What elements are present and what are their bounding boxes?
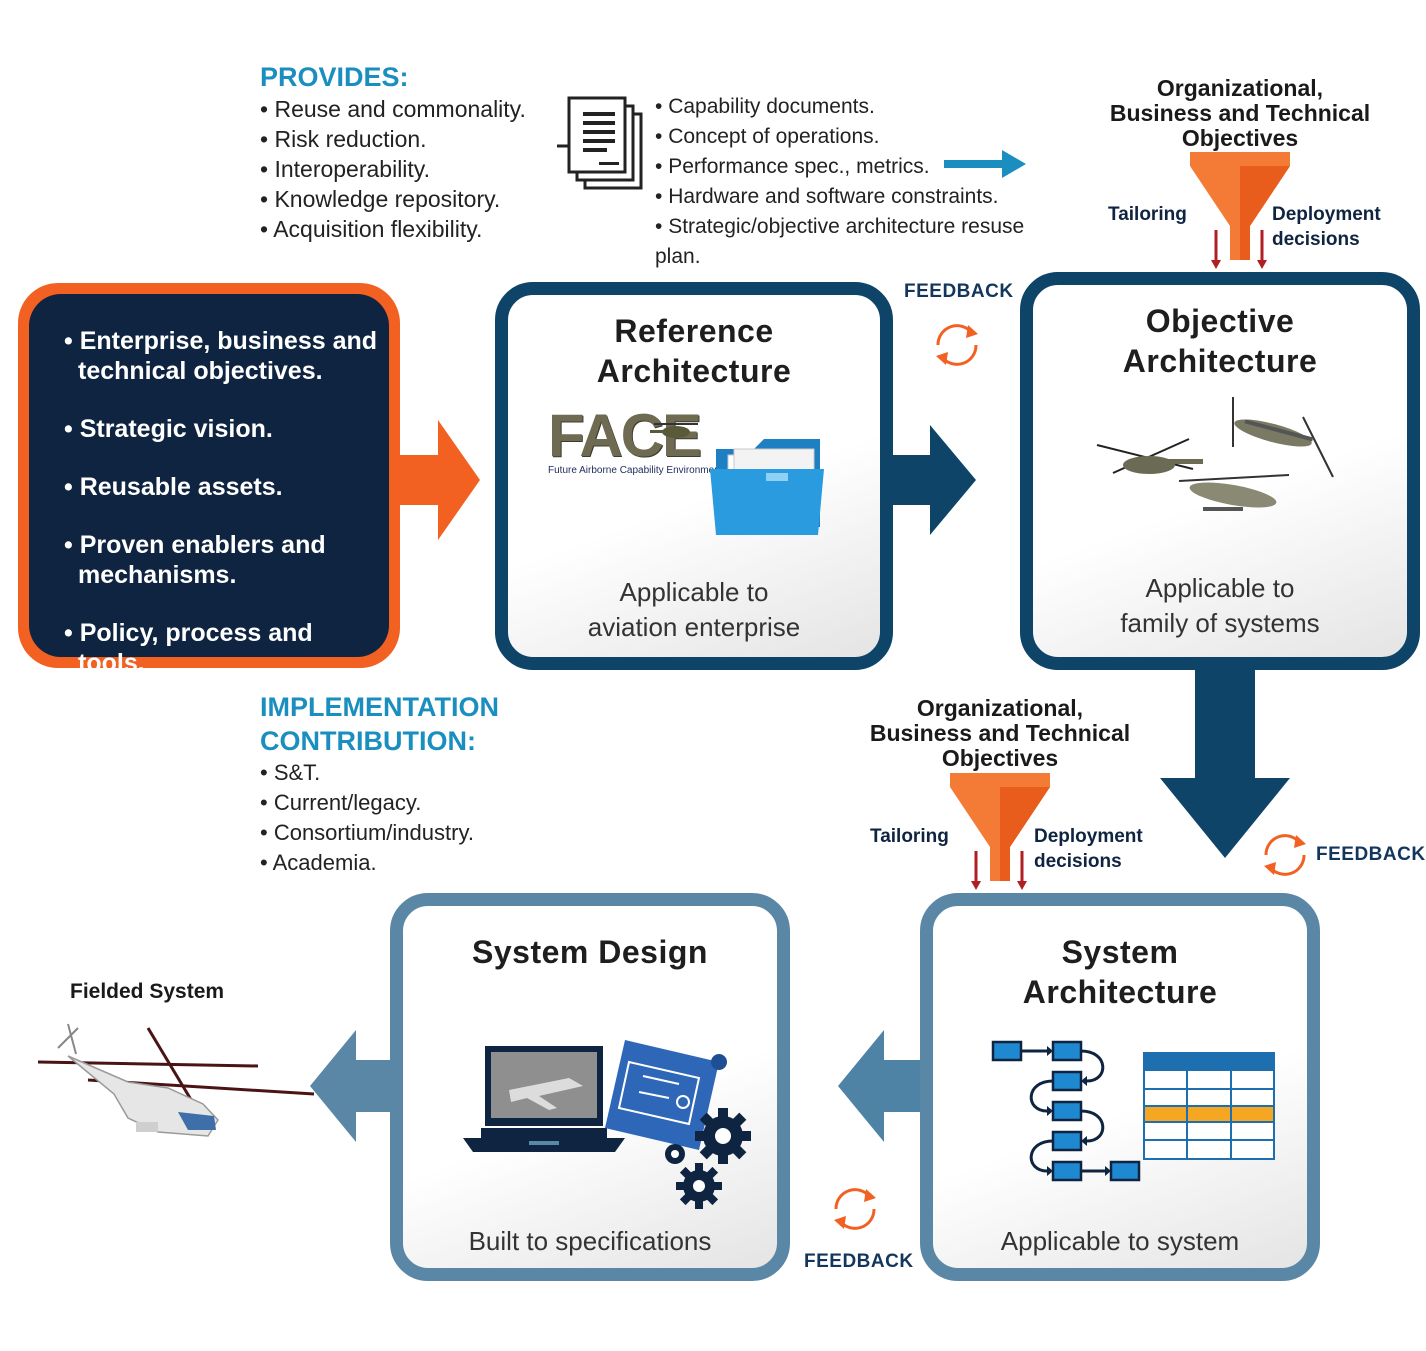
funnel-tag-line: Deployment [1034, 826, 1143, 847]
provides-list: Reuse and commonality. Risk reduction. I… [260, 94, 560, 244]
system-design-to-fielded-arrow [310, 1030, 410, 1142]
flowchart-icon [991, 1040, 1141, 1182]
reference-architecture-title: Reference Architecture [508, 311, 880, 391]
funnel-title-line: Organizational, [916, 695, 1084, 721]
funnel-top-tailoring: Tailoring [1108, 204, 1187, 225]
title-line: Objective [1145, 303, 1295, 339]
objective-architecture-caption: Applicable to family of systems [1033, 571, 1407, 641]
list-item: Policy, process and tools. [64, 618, 379, 678]
fielded-system-label: Fielded System [70, 980, 225, 1003]
system-design-title: System Design [472, 934, 708, 970]
funnel-title-line: Business and Technical [1109, 100, 1371, 126]
list-item: Academia. [260, 848, 560, 878]
caption-line: aviation enterprise [587, 612, 801, 642]
funnel-top-deployment: Deployment decisions [1272, 202, 1381, 252]
title-line: Architecture [1122, 343, 1318, 379]
list-item: Reuse and commonality. [260, 94, 560, 124]
list-item: Strategic vision. [64, 414, 379, 444]
title-line: System [1061, 934, 1179, 970]
caption-line: Applicable to [619, 577, 769, 607]
funnel-title-line: Objectives [941, 745, 1059, 771]
system-architecture-caption: Applicable to system [1000, 1226, 1240, 1256]
objective-architecture-title: Objective Architecture [1033, 301, 1407, 381]
helicopter-icon [650, 423, 698, 438]
inputs-panel-inner: Enterprise, business and technical objec… [29, 294, 389, 677]
list-item: Strategic/objective architecture resuse … [655, 212, 1075, 272]
list-item: Proven enablers and mechanisms. [64, 530, 379, 590]
list-item: Acquisition flexibility. [260, 214, 560, 244]
list-item: Hardware and software constraints. [655, 182, 1075, 212]
funnel-title-line: Business and Technical [869, 720, 1131, 746]
implementation-section: IMPLEMENTATION CONTRIBUTION: S&T. Curren… [260, 690, 560, 878]
feedback-cycle-icon [936, 324, 978, 366]
funnel-icon [950, 773, 1050, 890]
aircraft-fleet-icon [1096, 397, 1334, 511]
funnel-title-line: Objectives [1181, 125, 1299, 151]
title-line: Architecture [1022, 974, 1218, 1010]
implementation-heading: IMPLEMENTATION CONTRIBUTION: [260, 690, 560, 758]
funnel-icon [1190, 152, 1290, 269]
list-item: Concept of operations. [655, 122, 1075, 152]
funnel-tag-line: Deployment [1272, 204, 1381, 225]
reference-architecture-box: Reference Architecture FACE Future Airbo… [495, 282, 893, 670]
list-item: Knowledge repository. [260, 184, 560, 214]
title-line: Architecture [596, 353, 792, 389]
system-architecture-box: System Architecture [920, 893, 1320, 1281]
funnel-tag-line: decisions [1272, 229, 1360, 250]
list-item: Interoperability. [260, 154, 560, 184]
right-arrow-icon [944, 150, 1026, 178]
list-item: Performance spec., metrics. [655, 152, 1075, 182]
documents-icon [557, 96, 643, 190]
feedback-label-bottom: FEEDBACK [804, 1251, 914, 1272]
list-item: Capability documents. [655, 92, 1075, 122]
list-item: Risk reduction. [260, 124, 560, 154]
funnel-title-line: Organizational, [1156, 75, 1324, 101]
system-design-caption: Built to specifications [468, 1226, 712, 1256]
documents-list: Capability documents. Concept of operati… [655, 92, 1075, 272]
list-item: Current/legacy. [260, 788, 560, 818]
provides-section: PROVIDES: Reuse and commonality. Risk re… [260, 60, 560, 244]
implementation-list: S&T. Current/legacy. Consortium/industry… [260, 758, 560, 878]
provides-heading: PROVIDES: [260, 62, 409, 92]
caption-line: Applicable to [1145, 573, 1295, 603]
funnel-mid-deployment: Deployment decisions [1034, 824, 1143, 874]
heading-line: IMPLEMENTATION [260, 692, 499, 722]
table-icon [1143, 1052, 1275, 1160]
title-line: Reference [614, 313, 774, 349]
feedback-label-right: FEEDBACK [1316, 844, 1426, 865]
funnel-top-title: Organizational, Business and Technical O… [1085, 76, 1395, 151]
system-architecture-title: System Architecture [933, 932, 1307, 1012]
feedback-cycle-icon [1264, 834, 1306, 876]
helicopter-icon [37, 1023, 315, 1137]
list-item: Reusable assets. [64, 472, 379, 502]
laptop-icon [463, 1046, 625, 1152]
list-item: Consortium/industry. [260, 818, 560, 848]
reference-to-objective-arrow [878, 425, 976, 535]
objective-to-system-arrow [1160, 660, 1290, 858]
face-logo: FACE Future Airborne Capability Environm… [548, 405, 723, 485]
feedback-cycle-icon [834, 1188, 876, 1230]
reference-architecture-caption: Applicable to aviation enterprise [508, 575, 880, 645]
inputs-arrow [390, 420, 480, 540]
funnel-mid-title: Organizational, Business and Technical O… [845, 696, 1155, 771]
system-design-box: System Design [390, 893, 790, 1281]
heading-line: CONTRIBUTION: [260, 726, 476, 756]
face-logo-subtitle: Future Airborne Capability Environment [548, 465, 723, 476]
funnel-tag-line: decisions [1034, 851, 1122, 872]
list-item: Enterprise, business and technical objec… [64, 326, 379, 386]
funnel-mid-tailoring: Tailoring [870, 826, 949, 847]
gears-icon [665, 1108, 751, 1209]
inputs-list: Enterprise, business and technical objec… [64, 326, 379, 706]
folder-icon [710, 439, 824, 535]
caption-line: family of systems [1120, 608, 1320, 638]
objective-architecture-box: Objective Architecture Applicable to fam… [1020, 272, 1420, 670]
system-arch-to-design-arrow [838, 1030, 938, 1142]
feedback-label-top: FEEDBACK [904, 281, 1014, 302]
inputs-panel: Enterprise, business and technical objec… [18, 283, 400, 677]
blueprint-icon [605, 1040, 727, 1150]
list-item: S&T. [260, 758, 560, 788]
